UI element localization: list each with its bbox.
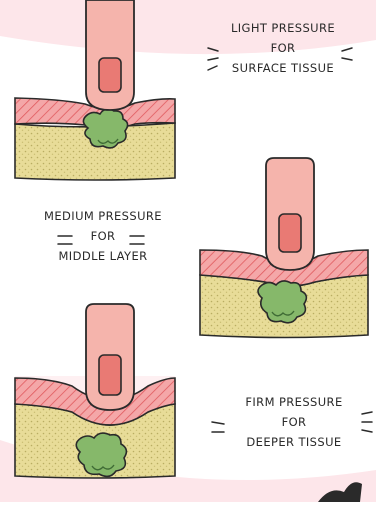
label-medium-line1: MEDIUM PRESSURE xyxy=(28,206,178,226)
fingernail-medium xyxy=(279,214,301,252)
label-medium-line3: MIDDLE LAYER xyxy=(28,246,178,266)
label-firm-line2: FOR xyxy=(226,412,362,432)
label-firm-line3: DEEPER TISSUE xyxy=(226,432,362,452)
label-light-line1: LIGHT PRESSURE xyxy=(218,18,348,38)
label-medium-line2: FOR xyxy=(28,226,178,246)
label-light-line3: SURFACE TISSUE xyxy=(218,58,348,78)
fingernail-light xyxy=(99,58,121,92)
panel-firm-illustration xyxy=(15,304,175,490)
panel-medium-illustration xyxy=(200,158,368,338)
fingernail-firm xyxy=(99,355,121,395)
finger-light xyxy=(86,0,134,110)
label-firm-pressure: FIRM PRESSURE FOR DEEPER TISSUE xyxy=(226,392,362,452)
label-medium-pressure: MEDIUM PRESSURE FOR MIDDLE LAYER xyxy=(28,206,178,266)
label-light-pressure: LIGHT PRESSURE FOR SURFACE TISSUE xyxy=(218,18,348,78)
label-firm-line1: FIRM PRESSURE xyxy=(226,392,362,412)
label-light-line2: FOR xyxy=(218,38,348,58)
